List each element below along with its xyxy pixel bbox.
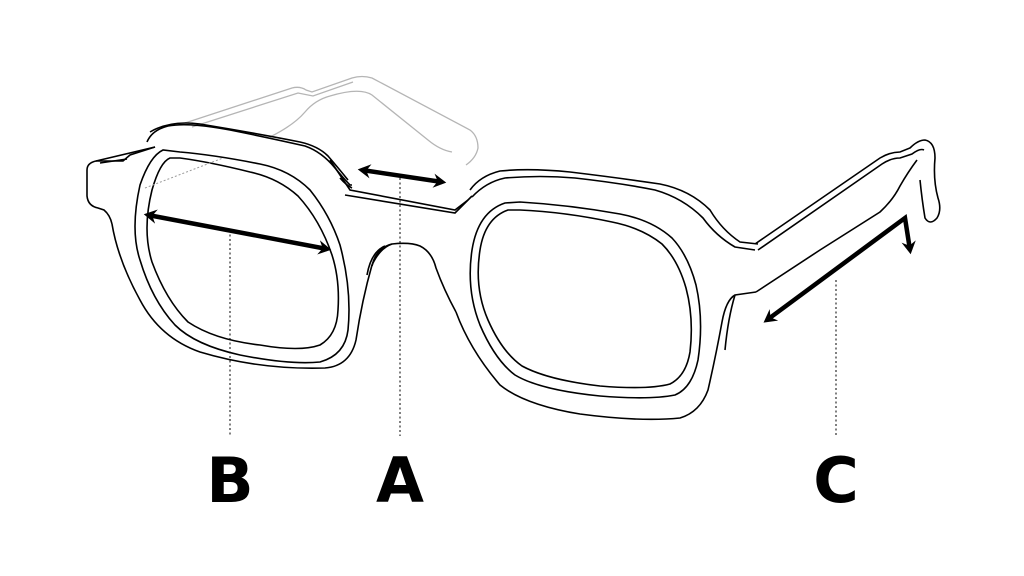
label-temple-length: C xyxy=(813,444,859,517)
far-temple-arm xyxy=(184,75,479,166)
arrow-c-temple-length xyxy=(763,213,916,323)
left-hinge-hidden-line xyxy=(144,157,224,189)
near-temple-arm xyxy=(724,139,941,351)
right-rim xyxy=(455,168,759,421)
label-bridge-width: A xyxy=(376,444,424,517)
left-rim xyxy=(111,122,393,369)
left-hinge xyxy=(86,146,156,225)
bridge xyxy=(329,159,473,313)
arrow-b-lens-width xyxy=(143,209,332,255)
arrow-a-bridge-width xyxy=(357,164,447,188)
measurement-arrows xyxy=(143,164,916,323)
leader-lines xyxy=(229,178,837,436)
label-lens-width: B xyxy=(206,444,254,517)
